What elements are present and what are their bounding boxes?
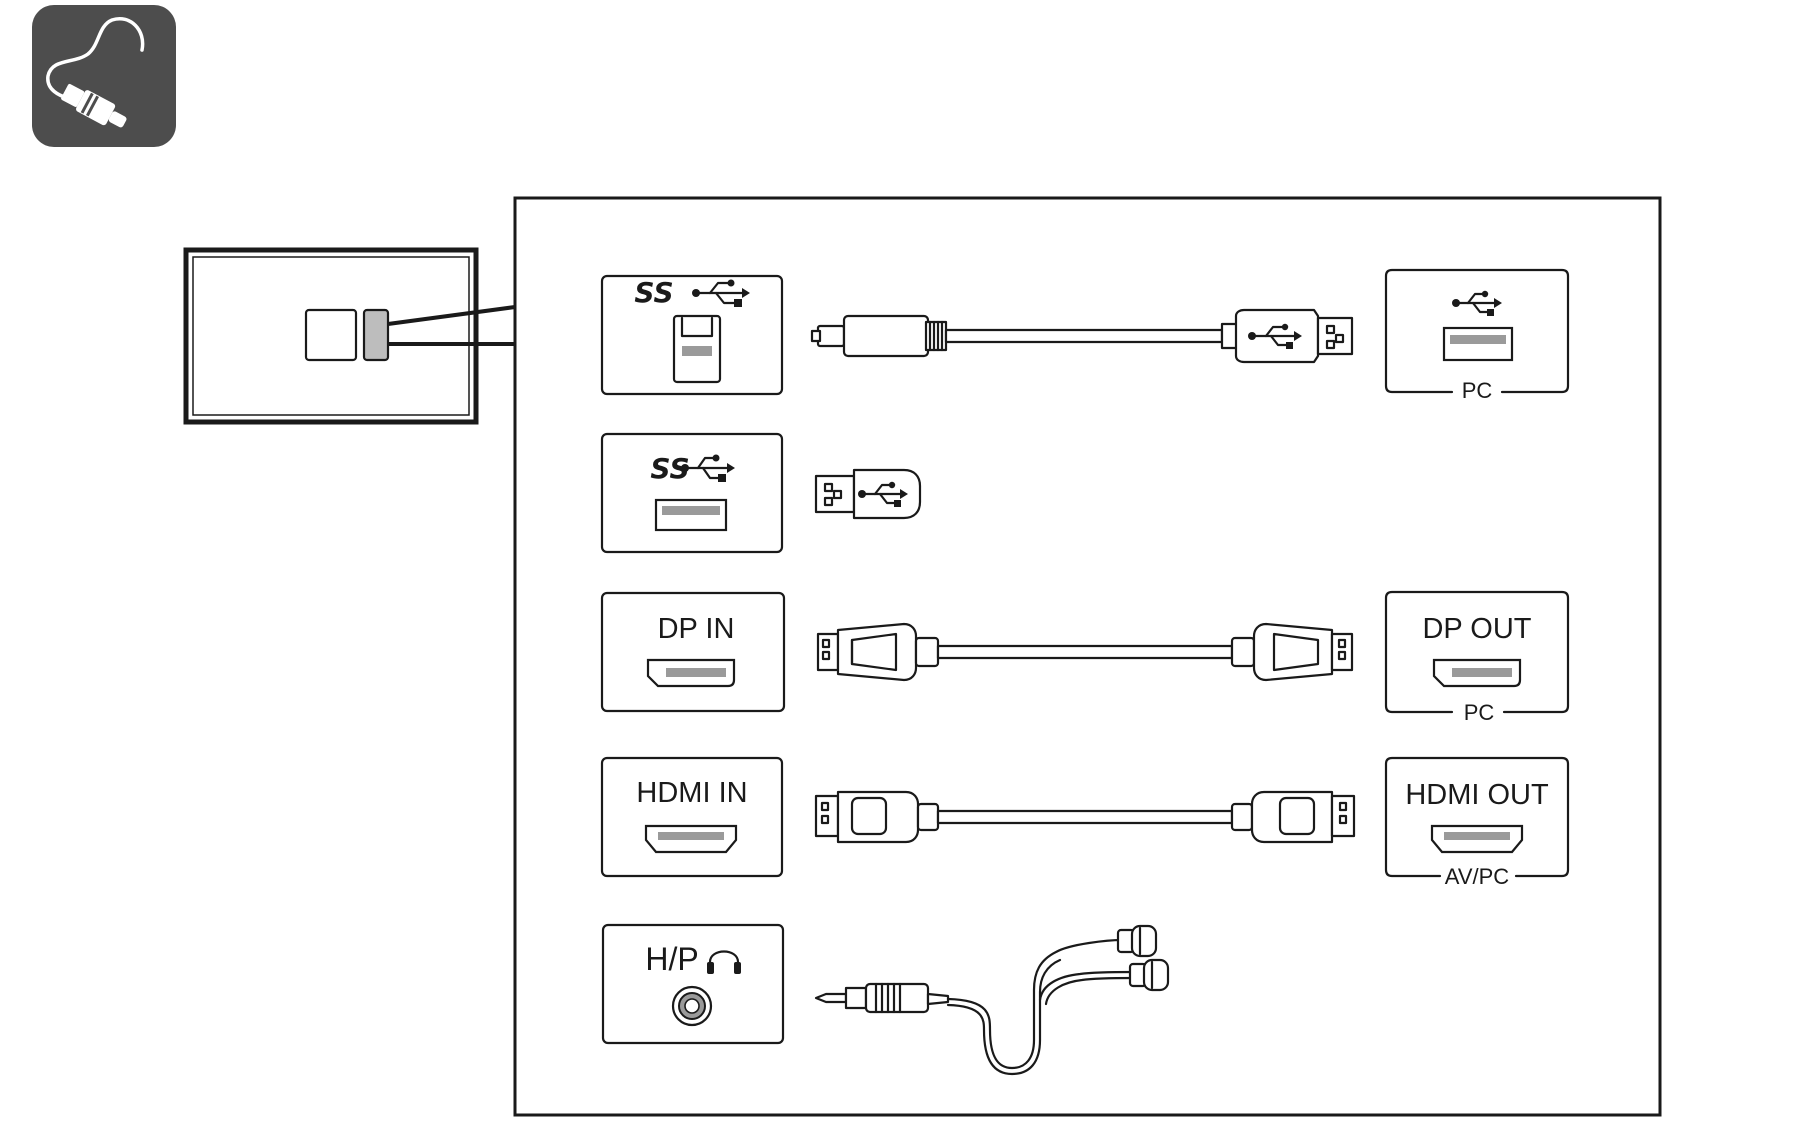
headphone-label: H/P [645,941,698,977]
hdmi-in-label: HDMI IN [636,777,747,809]
usb-icon [1452,290,1502,316]
dp-in-label: DP IN [658,613,735,645]
headphone-icon [707,950,741,974]
dp-out-label: DP OUT [1422,613,1531,645]
hdmi-cable [814,790,1356,844]
usb-upstream-port: SS [600,274,784,396]
usb-b-to-a-cable [810,308,1354,364]
cable-connection-icon [32,5,176,147]
earbud-right [1128,958,1170,992]
usb-icon [681,454,735,482]
hdmi-out-caption: AV/PC [1445,864,1510,889]
earbud-left [1116,924,1158,958]
hdmi-out-device: HDMI OUT AV/PC [1384,756,1570,889]
usb-icon [692,279,750,307]
hdmi-in-port: HDMI IN [600,756,784,878]
dp-in-port: DP IN [600,591,786,713]
monitor-back-overview [183,247,516,425]
hdmi-out-label: HDMI OUT [1405,779,1549,811]
usb-pc-caption: PC [1462,378,1493,403]
usb-pc-device: PC [1384,268,1570,403]
usb-downstream-port: SS [600,432,784,554]
dp-out-device: DP OUT PC [1384,590,1570,725]
dp-out-caption: PC [1464,700,1495,725]
earphone-cable [814,924,1170,1076]
usb-up-ss-label: SS [634,276,673,309]
usb-flash-drive [814,468,922,520]
headphone-port: H/P [601,923,785,1045]
displayport-cable [816,622,1354,682]
usb-b-socket [672,314,722,384]
